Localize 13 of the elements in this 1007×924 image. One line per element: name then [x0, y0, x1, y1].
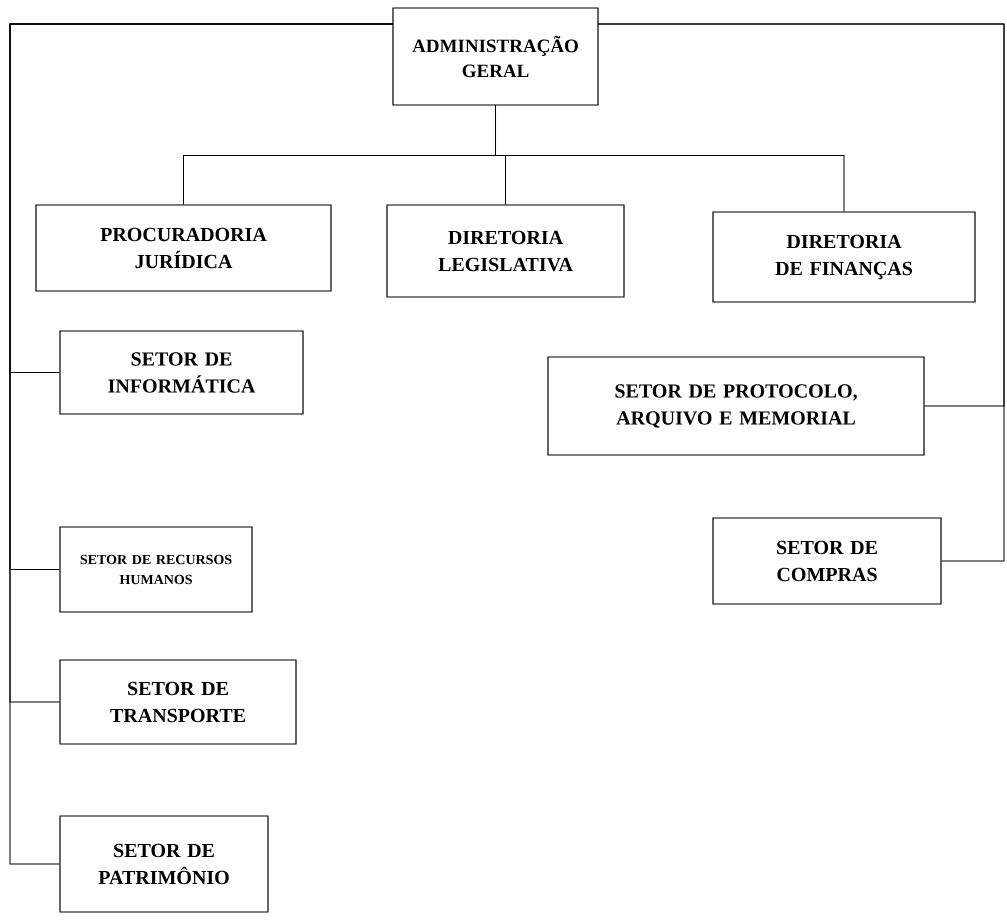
org-box: PROCURADORIA JURÍDICA [35, 204, 332, 292]
org-box: SETOR DE PROTOCOLO, ARQUIVO E MEMORIAL [547, 356, 925, 456]
org-box: SETOR DE RECURSOS HUMANOS [59, 526, 253, 613]
org-box: SETOR DE INFORMÁTICA [59, 330, 304, 415]
org-box: ADMINISTRAÇÃO GERAL [392, 7, 599, 106]
org-box: DIRETORIA LEGISLATIVA [386, 204, 625, 298]
connector-line [9, 23, 394, 865]
org-box: SETOR DE TRANSPORTE [59, 659, 297, 745]
connector-line [495, 105, 845, 212]
connector-line [597, 23, 1005, 562]
org-box: SETOR DE PATRIMÔNIO [59, 815, 269, 913]
org-box: SETOR DE COMPRAS [712, 517, 942, 605]
org-box: DIRETORIA DE FINANÇAS [712, 211, 976, 303]
